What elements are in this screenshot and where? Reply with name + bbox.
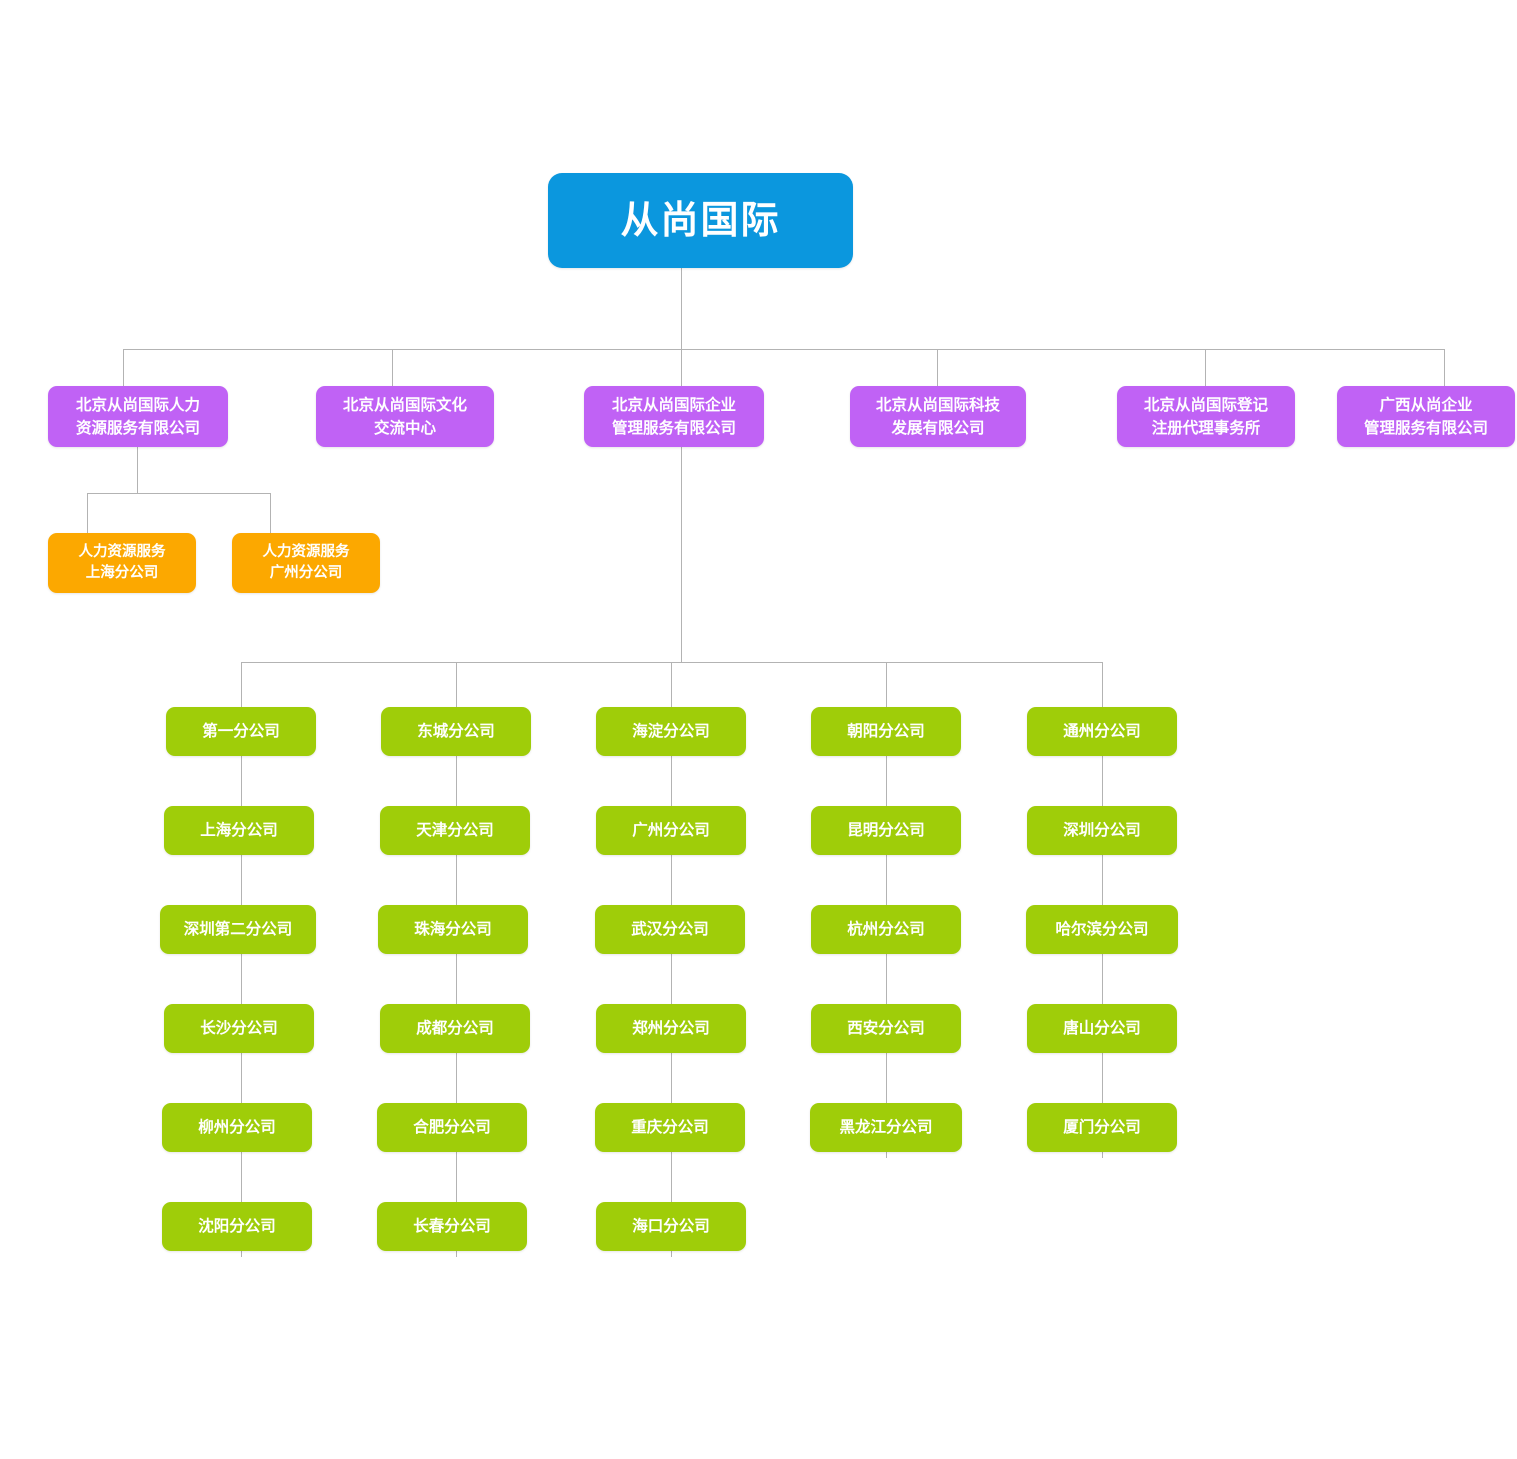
node-branch-haidian[interactable]: 海淀分公司 <box>596 707 746 756</box>
node-branch-hefei[interactable]: 合肥分公司 <box>377 1103 527 1152</box>
node-division-beijing-registration-agency[interactable]: 北京从尚国际登记 注册代理事务所 <box>1117 386 1295 447</box>
node-branch-label: 深圳第二分公司 <box>183 920 293 939</box>
node-branch-label: 郑州分公司 <box>632 1019 710 1038</box>
node-division-label-line1: 广西从尚企业 <box>1379 396 1473 415</box>
node-branch-label: 长沙分公司 <box>200 1019 278 1038</box>
node-branch-label: 天津分公司 <box>416 821 494 840</box>
node-branch-haikou[interactable]: 海口分公司 <box>596 1202 746 1251</box>
node-branch-label: 厦门分公司 <box>1063 1118 1141 1137</box>
node-branch-chongqing[interactable]: 重庆分公司 <box>595 1103 745 1152</box>
node-branch-label: 重庆分公司 <box>631 1118 709 1137</box>
node-branch-tianjin[interactable]: 天津分公司 <box>380 806 530 855</box>
node-division-label-line2: 发展有限公司 <box>891 418 985 437</box>
node-root-cong-shang-international[interactable]: 从尚国际 <box>548 173 853 268</box>
node-branch-shanghai[interactable]: 上海分公司 <box>164 806 314 855</box>
node-branch-guangzhou[interactable]: 广州分公司 <box>596 806 746 855</box>
node-branch-label: 哈尔滨分公司 <box>1055 920 1149 939</box>
connector-drop-division-5 <box>1205 349 1206 386</box>
node-branch-label: 合肥分公司 <box>413 1118 491 1137</box>
node-branch-shenzhen[interactable]: 深圳分公司 <box>1027 806 1177 855</box>
node-division-beijing-technology[interactable]: 北京从尚国际科技 发展有限公司 <box>850 386 1026 447</box>
node-branch-label: 西安分公司 <box>847 1019 925 1038</box>
node-division-label-line2: 交流中心 <box>373 418 436 437</box>
node-branch-label: 昆明分公司 <box>847 821 925 840</box>
connector-column-spine-2 <box>456 662 457 1257</box>
node-branch-label: 通州分公司 <box>1063 722 1141 741</box>
node-branch-shenzhen-second[interactable]: 深圳第二分公司 <box>160 905 316 954</box>
node-branch-label: 朝阳分公司 <box>847 722 925 741</box>
node-branch-label: 广州分公司 <box>632 821 710 840</box>
node-division-beijing-culture[interactable]: 北京从尚国际文化 交流中心 <box>316 386 494 447</box>
node-branch-label: 沈阳分公司 <box>198 1217 276 1236</box>
node-branch-changsha[interactable]: 长沙分公司 <box>164 1004 314 1053</box>
connector-enterprise-stem <box>681 447 682 662</box>
connector-root-stem <box>681 268 682 349</box>
node-hr-branch-label-line1: 人力资源服务 <box>78 543 166 560</box>
node-branch-label: 长春分公司 <box>413 1217 491 1236</box>
node-branch-wuhan[interactable]: 武汉分公司 <box>595 905 745 954</box>
node-branch-label: 上海分公司 <box>200 821 278 840</box>
node-hr-branch-guangzhou[interactable]: 人力资源服务 广州分公司 <box>232 533 380 593</box>
node-branch-tangshan[interactable]: 唐山分公司 <box>1027 1004 1177 1053</box>
connector-hr-stem <box>137 447 138 493</box>
node-division-label-line1: 北京从尚国际科技 <box>875 396 1000 415</box>
node-branch-label: 唐山分公司 <box>1063 1019 1141 1038</box>
node-branch-label: 深圳分公司 <box>1063 821 1141 840</box>
node-branch-xiamen[interactable]: 厦门分公司 <box>1027 1103 1177 1152</box>
connector-drop-division-3 <box>681 349 682 386</box>
node-division-label-line2: 管理服务有限公司 <box>1363 418 1488 437</box>
connector-drop-division-1 <box>123 349 124 386</box>
connector-drop-division-2 <box>392 349 393 386</box>
node-branch-zhuhai[interactable]: 珠海分公司 <box>378 905 528 954</box>
node-branch-label: 东城分公司 <box>417 722 495 741</box>
node-branch-chaoyang[interactable]: 朝阳分公司 <box>811 707 961 756</box>
node-branch-first[interactable]: 第一分公司 <box>166 707 316 756</box>
node-division-guangxi-enterprise-management[interactable]: 广西从尚企业 管理服务有限公司 <box>1337 386 1515 447</box>
node-root-label: 从尚国际 <box>620 197 781 242</box>
node-branch-label: 黑龙江分公司 <box>839 1118 933 1137</box>
node-branch-dongcheng[interactable]: 东城分公司 <box>381 707 531 756</box>
node-branch-chengdu[interactable]: 成都分公司 <box>380 1004 530 1053</box>
connector-drop-division-4 <box>937 349 938 386</box>
node-branch-hangzhou[interactable]: 杭州分公司 <box>811 905 961 954</box>
node-branch-zhengzhou[interactable]: 郑州分公司 <box>596 1004 746 1053</box>
node-branch-label: 成都分公司 <box>416 1019 494 1038</box>
connector-hr-bus <box>87 493 271 494</box>
connector-column-spine-3 <box>671 662 672 1257</box>
node-branch-label: 珠海分公司 <box>414 920 492 939</box>
node-branch-heilongjiang[interactable]: 黑龙江分公司 <box>810 1103 962 1152</box>
node-branch-label: 海口分公司 <box>632 1217 710 1236</box>
connector-column-spine-1 <box>241 662 242 1257</box>
node-branch-label: 柳州分公司 <box>198 1118 276 1137</box>
node-branch-label: 杭州分公司 <box>847 920 925 939</box>
node-branch-tongzhou[interactable]: 通州分公司 <box>1027 707 1177 756</box>
node-branch-xian[interactable]: 西安分公司 <box>811 1004 961 1053</box>
node-division-label-line1: 北京从尚国际人力 <box>75 396 200 415</box>
connector-drop-division-6 <box>1444 349 1445 386</box>
connector-drop-hr-sub-1 <box>87 493 88 533</box>
node-division-label-line1: 北京从尚国际文化 <box>342 396 467 415</box>
node-division-label-line1: 北京从尚国际登记 <box>1143 396 1268 415</box>
node-branch-label: 第一分公司 <box>202 722 280 741</box>
node-branch-liuzhou[interactable]: 柳州分公司 <box>162 1103 312 1152</box>
node-division-beijing-hr[interactable]: 北京从尚国际人力 资源服务有限公司 <box>48 386 228 447</box>
node-division-label-line1: 北京从尚国际企业 <box>611 396 736 415</box>
node-hr-branch-shanghai[interactable]: 人力资源服务 上海分公司 <box>48 533 196 593</box>
node-division-label-line2: 资源服务有限公司 <box>75 418 200 437</box>
node-hr-branch-label-line2: 上海分公司 <box>85 565 159 581</box>
node-hr-branch-label-line2: 广州分公司 <box>269 565 343 581</box>
connector-drop-hr-sub-2 <box>270 493 271 533</box>
connector-level1-bus <box>123 349 1444 350</box>
node-branch-shenyang[interactable]: 沈阳分公司 <box>162 1202 312 1251</box>
node-branch-kunming[interactable]: 昆明分公司 <box>811 806 961 855</box>
node-branch-harbin[interactable]: 哈尔滨分公司 <box>1026 905 1178 954</box>
node-division-label-line2: 管理服务有限公司 <box>611 418 736 437</box>
node-division-beijing-enterprise-management[interactable]: 北京从尚国际企业 管理服务有限公司 <box>584 386 764 447</box>
node-branch-label: 武汉分公司 <box>631 920 709 939</box>
node-branch-label: 海淀分公司 <box>632 722 710 741</box>
node-hr-branch-label-line1: 人力资源服务 <box>262 543 350 560</box>
connector-branch-bus <box>241 662 1103 663</box>
node-branch-changchun[interactable]: 长春分公司 <box>377 1202 527 1251</box>
node-division-label-line2: 注册代理事务所 <box>1151 418 1261 437</box>
